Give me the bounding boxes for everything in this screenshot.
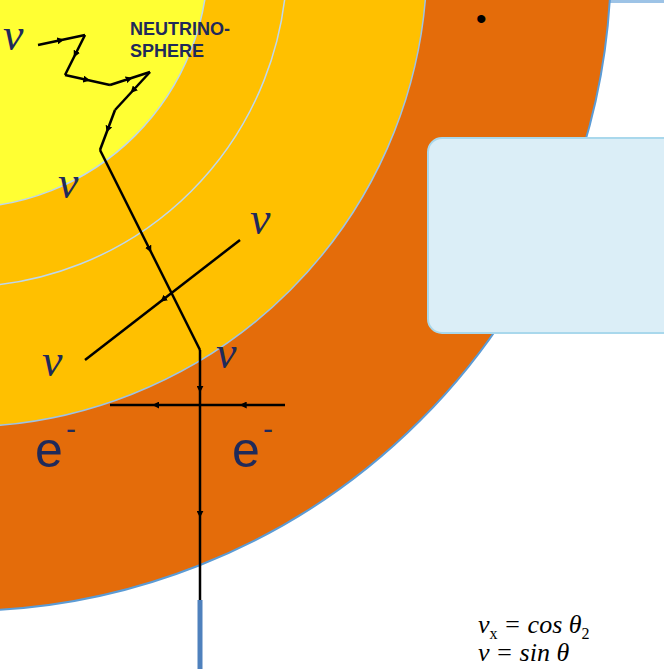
particle-track — [65, 75, 88, 80]
neutrino-symbol: ν — [58, 160, 78, 206]
middle-layer — [0, 0, 427, 427]
neutrinosphere-outline — [0, 0, 287, 287]
particle-track — [199, 515, 202, 600]
particle-track — [62, 35, 86, 40]
particle-track — [155, 404, 200, 407]
particle-track — [199, 390, 202, 430]
particle-track — [100, 130, 108, 150]
neutrino-symbol: ν — [216, 330, 236, 376]
particle-track — [163, 240, 241, 300]
particle-track — [88, 80, 111, 85]
particle-track — [199, 430, 202, 515]
bullet-mark: • — [476, 4, 487, 34]
formula-text: = sin θ — [496, 638, 570, 667]
formula-symbol: ν — [478, 610, 490, 639]
particle-track — [243, 404, 286, 407]
particle-track — [200, 404, 243, 407]
neutrino-symbol: ν — [3, 12, 23, 58]
formula-symbol: ν — [478, 638, 490, 667]
particle-track — [133, 72, 151, 91]
particle-track — [108, 110, 116, 130]
particle-track — [150, 250, 200, 350]
electron-symbol: e — [232, 425, 260, 475]
particle-track — [199, 350, 202, 390]
particle-track — [38, 40, 62, 45]
particle-paths — [38, 35, 285, 600]
detector-bar — [198, 600, 203, 669]
formula-subscript: 2 — [582, 625, 590, 642]
neutrino-symbol: ν — [42, 338, 62, 384]
formula-text: = cos θ — [504, 610, 582, 639]
neutrino-symbol: ν — [250, 196, 270, 242]
mixing-formula: ν= sin θ — [478, 640, 569, 666]
electron-symbol: e — [35, 425, 63, 475]
charge-sign: - — [66, 414, 76, 444]
particle-track — [110, 404, 155, 407]
charge-sign: - — [263, 414, 273, 444]
mixing-formula: νx= cos θ2 — [478, 612, 590, 641]
particle-track — [110, 79, 130, 86]
particle-track — [100, 150, 150, 250]
region-label: NEUTRINO- SPHERE — [130, 18, 230, 62]
particle-track — [75, 35, 85, 55]
callout-box — [428, 138, 664, 333]
particle-track — [85, 300, 163, 360]
particle-track — [65, 55, 75, 75]
particle-track — [115, 91, 133, 110]
